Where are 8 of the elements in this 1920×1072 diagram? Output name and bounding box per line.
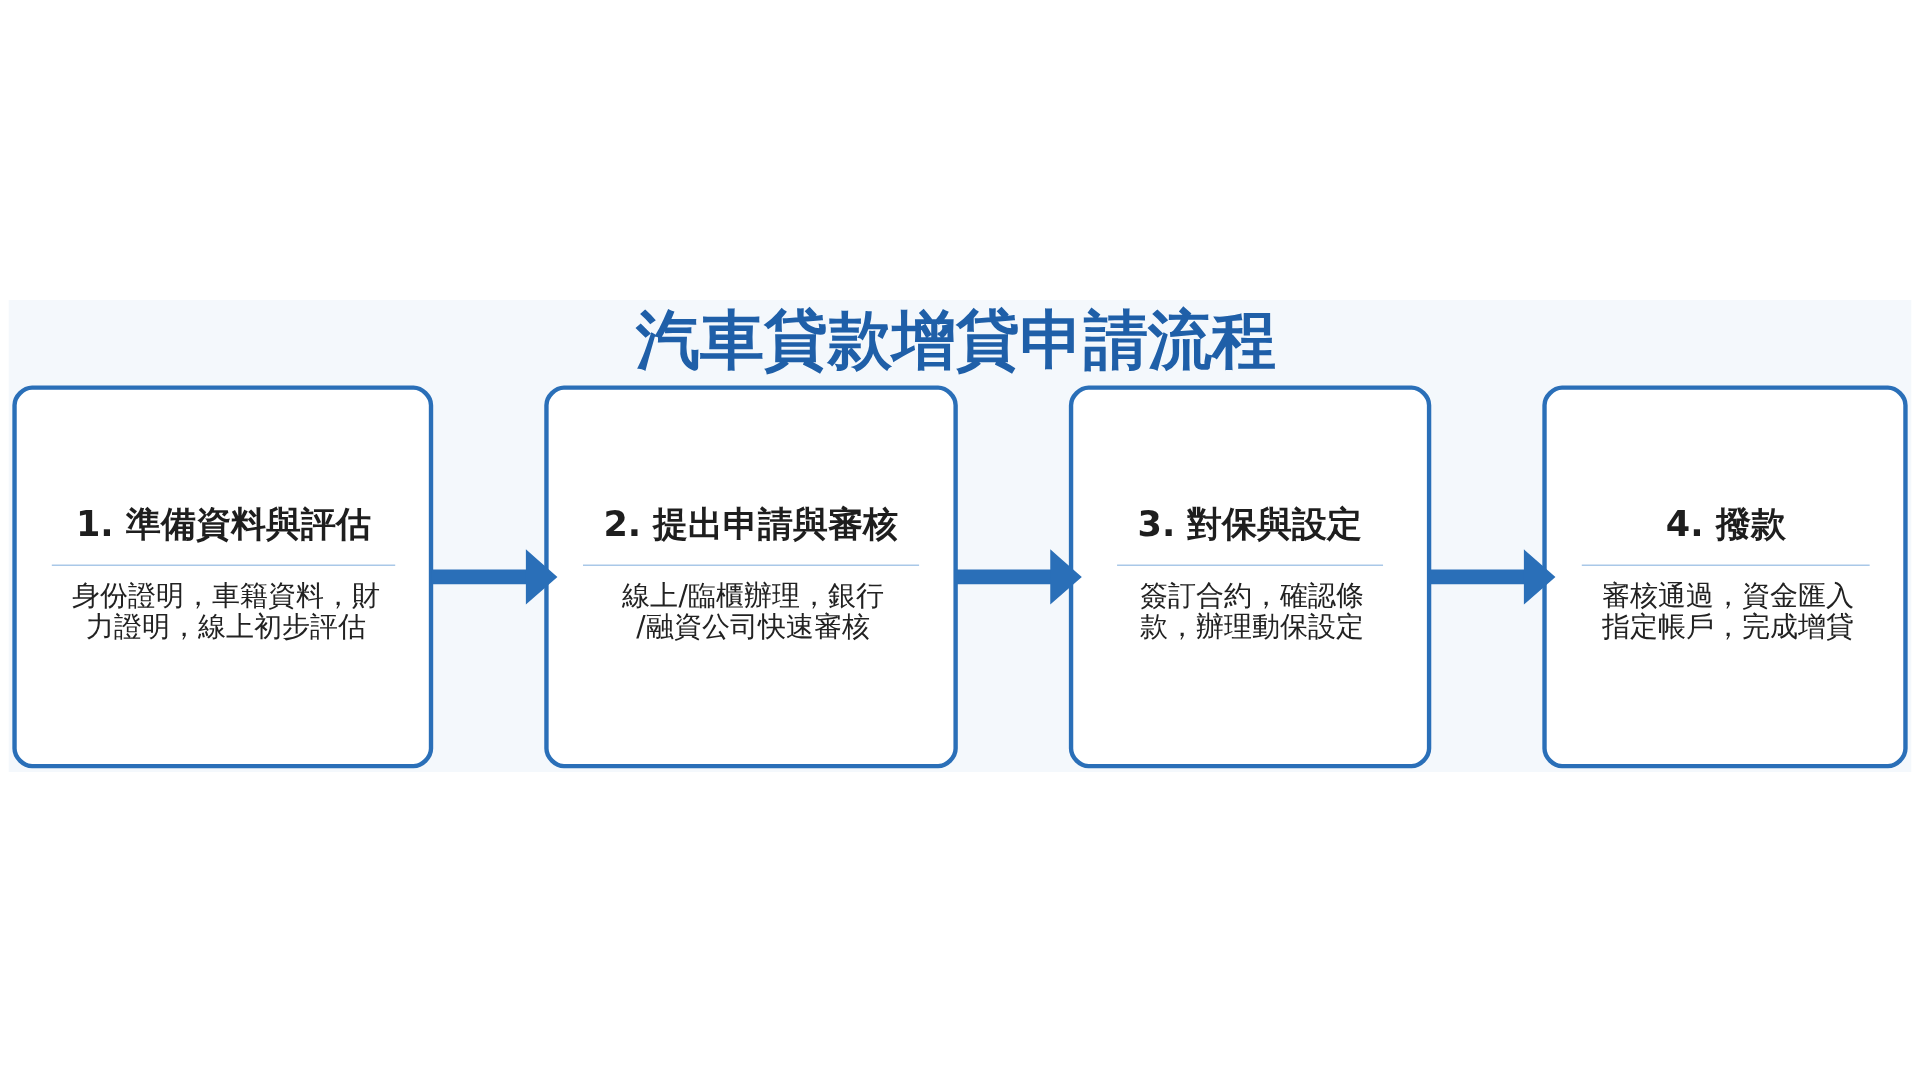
- node-box: 1. 準備資料與評估 身份證明，車籍資料，財力證明，線上初步評估: [12, 385, 434, 769]
- arrow: [431, 549, 558, 605]
- node-box: 3. 對保與設定 簽訂合約，確認條款，辦理動保設定: [1068, 385, 1432, 769]
- arrow: [1429, 549, 1556, 605]
- arrow: [955, 549, 1082, 605]
- node-box: 4. 撥款 審核通過，資金匯入指定帳戶，完成增貸: [1542, 385, 1908, 769]
- diagram-title: 汽車貸款增貸申請流程: [636, 301, 1277, 377]
- node-box: 2. 提出申請與審核 線上/臨櫃辦理，銀行/融資公司快速審核: [544, 385, 958, 769]
